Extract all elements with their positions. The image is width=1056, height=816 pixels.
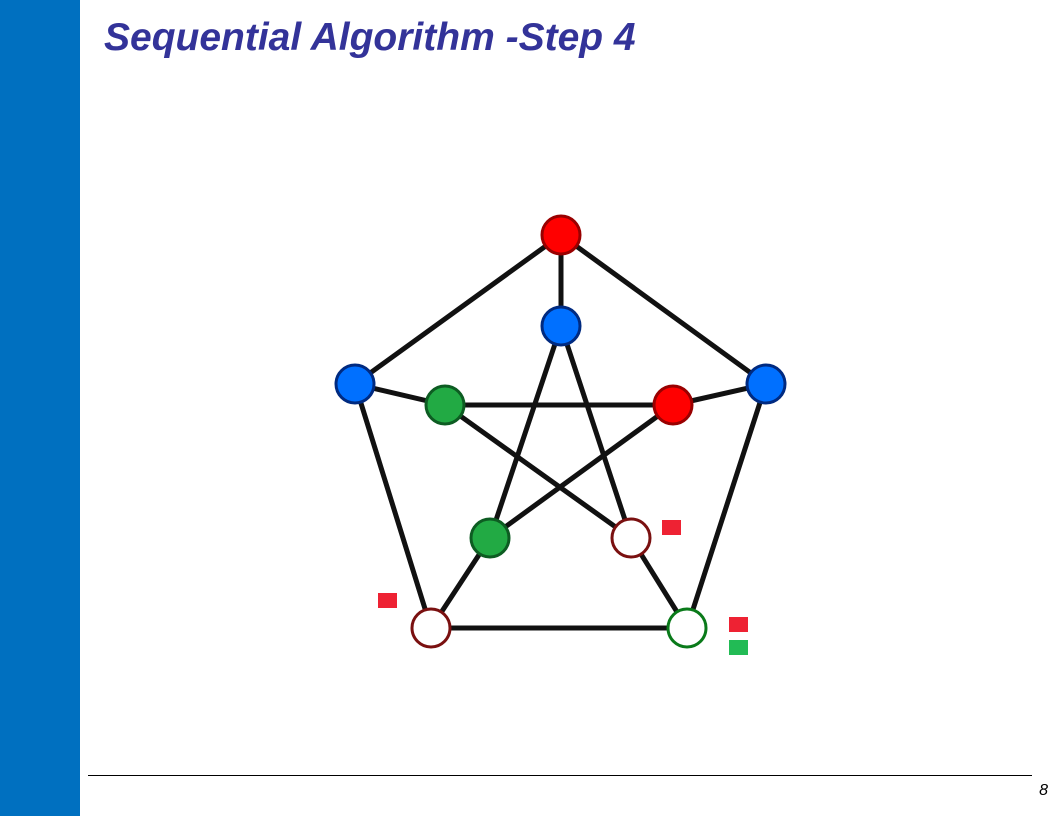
edges-layer	[352, 232, 769, 631]
edge-inner-top-to-inner-bottom-right	[558, 323, 634, 541]
forbidden-red-marker-outer-bottom-right	[729, 617, 748, 632]
left-accent-band	[0, 0, 80, 816]
vertex-outer-bottom-right-uncolored-green-border	[666, 607, 708, 649]
vertex-inner-left-green	[424, 384, 466, 426]
vertex-inner-top-blue	[540, 305, 582, 347]
vertices-layer	[334, 214, 787, 649]
markers-layer	[378, 520, 748, 655]
edge-inner-right-to-inner-bottom-left	[487, 402, 676, 541]
edge-outer-top-to-outer-left	[352, 232, 564, 387]
vertex-outer-right-blue	[745, 363, 787, 405]
slide-title: Sequential Algorithm -Step 4	[104, 16, 636, 59]
edge-outer-right-to-outer-bottom-right	[684, 381, 769, 631]
forbidden-red-marker-inner-bottom-right	[662, 520, 681, 535]
forbidden-red-marker-outer-bottom-left	[378, 593, 397, 608]
vertex-inner-bottom-left-green	[469, 517, 511, 559]
edge-outer-top-to-outer-right	[558, 232, 769, 387]
forbidden-green-marker-outer-bottom-right	[729, 640, 748, 655]
vertex-outer-top-red	[540, 214, 582, 256]
vertex-outer-bottom-left-uncolored	[410, 607, 452, 649]
edge-inner-left-to-inner-bottom-right	[442, 402, 634, 541]
vertex-inner-bottom-right-uncolored	[610, 517, 652, 559]
vertex-inner-right-red	[652, 384, 694, 426]
footer-rule	[88, 775, 1032, 776]
edge-outer-left-to-outer-bottom-left	[352, 381, 434, 631]
edge-inner-top-to-inner-bottom-left	[487, 323, 564, 541]
page-number: 8	[1039, 782, 1048, 799]
vertex-outer-left-blue	[334, 363, 376, 405]
